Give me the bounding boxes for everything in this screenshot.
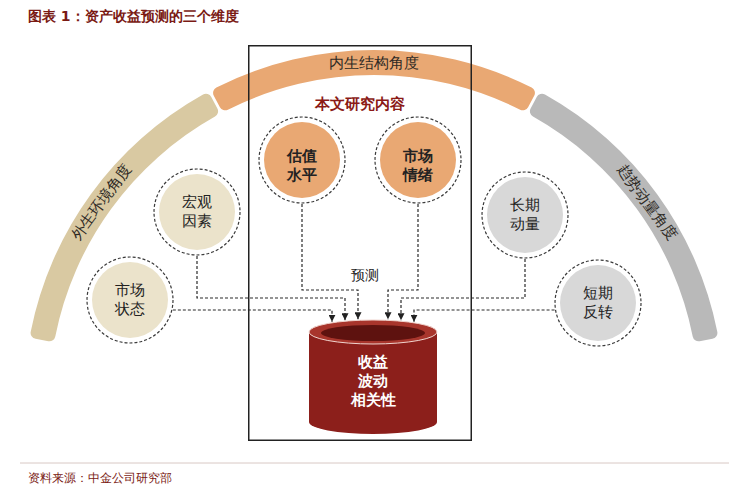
factor-circle: 市场 情绪 bbox=[374, 116, 462, 204]
figure-title: 图表 1：资产收益预测的三个维度 bbox=[28, 8, 239, 26]
frame-border bbox=[249, 46, 472, 441]
dashed-connector bbox=[388, 204, 418, 319]
dashed-ring bbox=[375, 117, 461, 203]
source-caption: 资料来源：中金公司研究部 bbox=[28, 470, 172, 487]
circle-text: 市场 状态 bbox=[115, 281, 145, 319]
dashed-ring bbox=[154, 169, 240, 255]
factor-circle: 长期 动量 bbox=[481, 171, 569, 259]
dashed-ring bbox=[259, 117, 345, 203]
factor-circle: 宏观 因素 bbox=[153, 168, 241, 256]
cylinder-text: 收益 波动 相关性 bbox=[351, 353, 396, 409]
arc-band bbox=[31, 94, 218, 341]
cylinder-opening bbox=[321, 325, 425, 341]
band-text: 外生环境角度 bbox=[67, 160, 134, 243]
caption-rule bbox=[20, 463, 729, 464]
circle-text: 长期 动量 bbox=[510, 196, 540, 234]
circle-fill bbox=[159, 174, 235, 250]
circle-fill bbox=[380, 122, 456, 198]
circle-fill bbox=[264, 122, 340, 198]
band-text: 趋势动量角度 bbox=[613, 160, 680, 243]
cylinder-rim bbox=[309, 320, 437, 344]
dashed-ring bbox=[87, 257, 173, 343]
circle-text: 估值 水平 bbox=[287, 147, 317, 185]
dashed-connector bbox=[401, 259, 525, 320]
circle-text: 宏观 因素 bbox=[182, 193, 212, 231]
research-frame: 本文研究内容估值 水平 市场 情绪收益 波动 相关性 bbox=[248, 45, 472, 441]
circle-fill bbox=[560, 265, 636, 341]
frame-text: 本文研究内容 bbox=[248, 95, 472, 113]
cylinder-body bbox=[309, 332, 437, 434]
circle-fill bbox=[487, 177, 563, 253]
dashed-connector bbox=[302, 204, 358, 319]
factor-circle: 市场 状态 bbox=[86, 256, 174, 344]
circle-fill bbox=[92, 262, 168, 338]
dashed-connector bbox=[173, 310, 332, 322]
factor-circle: 估值 水平 bbox=[258, 116, 346, 204]
factor-circle: 短期 反转 bbox=[554, 259, 642, 347]
dashed-ring bbox=[482, 172, 568, 258]
flow-label: 预测 bbox=[351, 267, 379, 285]
circle-text: 市场 情绪 bbox=[403, 147, 433, 185]
target-cylinder: 收益 波动 相关性 bbox=[308, 318, 438, 434]
dashed-ring bbox=[555, 260, 641, 346]
dashed-connector bbox=[414, 310, 555, 322]
band-text: 内生结构角度 bbox=[329, 54, 419, 72]
circle-text: 短期 反转 bbox=[583, 284, 613, 322]
